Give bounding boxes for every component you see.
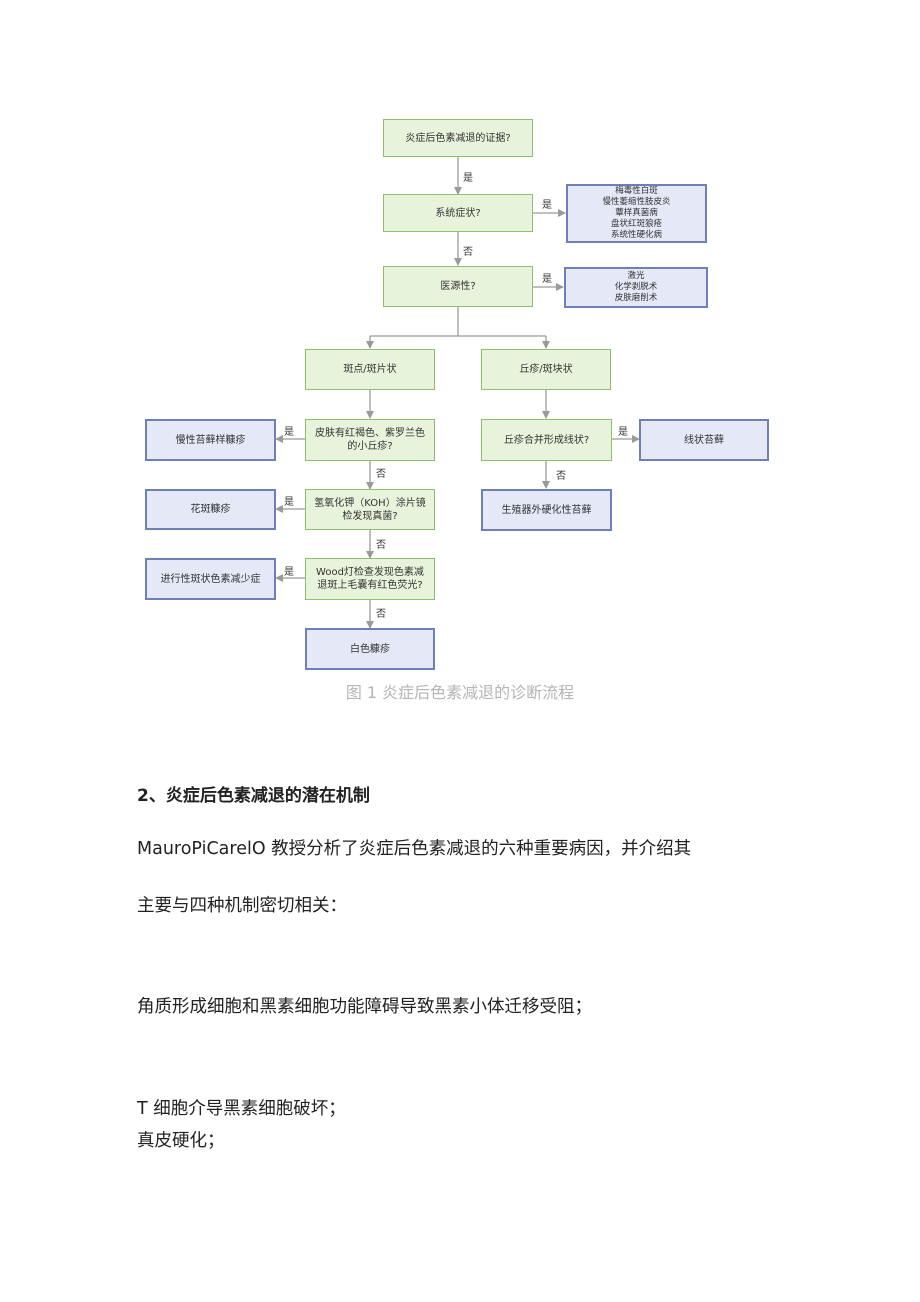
paragraph-line: MauroPiCarelO 教授分析了炎症后色素减退的六种重要病因，并介绍其 <box>137 839 692 859</box>
node-linear: 丘疹合并形成线状? <box>481 419 612 461</box>
result-item: 系统性硬化病 <box>610 230 662 240</box>
node-koh: 氢氧化钾（KOH）涂片镜检发现真菌? <box>305 489 435 530</box>
label-yes: 是 <box>463 173 473 184</box>
node-systemic-symptoms: 系统症状? <box>383 194 533 232</box>
node-pityriasis-alba: 白色糠疹 <box>305 628 435 670</box>
result-item: 梅毒性白斑 <box>615 186 658 196</box>
node-macular: 斑点/斑片状 <box>305 349 435 390</box>
mechanism-item: 真皮硬化； <box>137 1131 225 1151</box>
node-evidence: 炎症后色素减退的证据? <box>383 119 533 157</box>
node-lichenoid: 慢性苔藓样糠疹 <box>145 419 276 461</box>
result-item: 化学剥脱术 <box>614 282 658 292</box>
label-yes: 是 <box>284 497 294 508</box>
label-no: 否 <box>376 609 386 620</box>
label-no: 否 <box>376 540 386 551</box>
label-no: 否 <box>376 469 386 480</box>
node-papular: 丘疹/斑块状 <box>481 349 611 390</box>
node-progressive: 进行性斑状色素减少症 <box>145 558 276 600</box>
mechanism-item: 角质形成细胞和黑素细胞功能障碍导致黑素小体迁移受阻； <box>137 997 592 1017</box>
section-heading: 2、炎症后色素减退的潜在机制 <box>137 786 370 806</box>
label-yes: 是 <box>284 427 294 438</box>
label-yes: 是 <box>284 567 294 578</box>
node-wood: Wood灯检查发现色素减退斑上毛囊有红色荧光? <box>305 558 435 600</box>
diagnostic-flowchart: 炎症后色素减退的证据? 系统症状? 梅毒性白斑 慢性萎缩性肢皮炎 蕈样真菌病 盘… <box>145 119 769 670</box>
label-no: 否 <box>463 247 473 258</box>
label-yes: 是 <box>542 274 552 285</box>
flowchart-connectors <box>275 157 640 629</box>
mechanism-item: T 细胞介导黑素细胞破坏； <box>137 1099 346 1119</box>
node-red-papules: 皮肤有红褐色、紫罗兰色的小丘疹? <box>305 419 435 461</box>
result-item: 慢性萎缩性肢皮炎 <box>602 197 671 207</box>
result-item: 激光 <box>627 271 645 281</box>
node-iatrogenic: 医源性? <box>383 266 533 307</box>
result-item: 蕈样真菌病 <box>615 208 658 218</box>
node-lichen-striatus: 线状苔藓 <box>639 419 769 461</box>
label-yes: 是 <box>618 427 628 438</box>
figure-caption: 图 1 炎症后色素减退的诊断流程 <box>345 683 575 702</box>
label-no: 否 <box>556 471 566 482</box>
result-item: 盘状红斑狼疮 <box>610 219 662 229</box>
node-genital: 生殖器外硬化性苔藓 <box>481 489 612 531</box>
node-systemic-results: 梅毒性白斑 慢性萎缩性肢皮炎 蕈样真菌病 盘状红斑狼疮 系统性硬化病 <box>566 184 707 243</box>
paragraph-line: 主要与四种机制密切相关： <box>137 896 347 916</box>
label-yes: 是 <box>542 200 552 211</box>
node-iatrogenic-results: 激光 化学剥脱术 皮肤磨削术 <box>564 267 708 308</box>
node-tinea: 花斑糠疹 <box>145 489 276 530</box>
result-item: 皮肤磨削术 <box>614 293 658 303</box>
